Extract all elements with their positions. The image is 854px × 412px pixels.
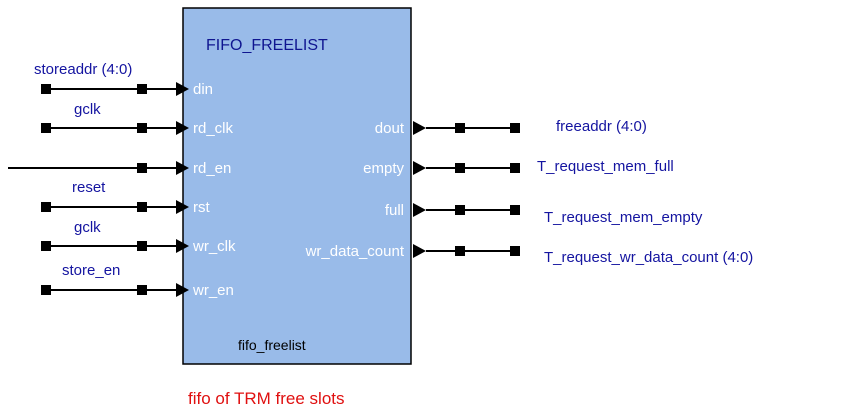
- junction-square: [137, 285, 147, 295]
- net-label: T_request_wr_data_count (4:0): [544, 249, 753, 266]
- port-label: rd_en: [193, 160, 231, 177]
- output-pin-empty: empty T_request_mem_full: [363, 158, 674, 177]
- junction-square: [455, 163, 465, 173]
- diagram-caption: fifo of TRM free slots: [188, 389, 345, 408]
- output-pin-dout: dout freeaddr (4:0): [375, 118, 647, 137]
- pin-terminal-square: [41, 241, 51, 251]
- instance-name: fifo_freelist: [238, 337, 306, 353]
- junction-square: [137, 202, 147, 212]
- junction-square: [137, 84, 147, 94]
- input-arrow: [176, 121, 189, 135]
- net-label: storeaddr (4:0): [34, 61, 132, 78]
- junction-square: [137, 241, 147, 251]
- pin-terminal-square: [41, 285, 51, 295]
- output-arrow: [413, 244, 426, 258]
- junction-square: [455, 246, 465, 256]
- net-label: T_request_mem_full: [537, 158, 674, 175]
- port-label: dout: [375, 120, 405, 137]
- pin-terminal-square: [510, 123, 520, 133]
- input-pin-din: din storeaddr (4:0): [34, 61, 213, 98]
- pin-terminal-square: [510, 205, 520, 215]
- port-label: wr_clk: [192, 238, 236, 255]
- input-pin-wr-clk: wr_clk gclk: [41, 219, 236, 255]
- input-pin-rd-en: rd_en: [8, 160, 231, 177]
- junction-square: [455, 123, 465, 133]
- input-pin-wr-en: wr_en store_en: [41, 262, 234, 299]
- input-arrow: [176, 82, 189, 96]
- input-pin-rd-clk: rd_clk gclk: [41, 101, 234, 137]
- junction-square: [137, 123, 147, 133]
- fifo-block: [182, 7, 412, 365]
- port-label: rst: [193, 199, 210, 216]
- net-label: T_request_mem_empty: [544, 209, 703, 226]
- port-label: rd_clk: [193, 120, 234, 137]
- net-label: freeaddr (4:0): [556, 118, 647, 135]
- port-label: wr_data_count: [305, 243, 405, 260]
- pin-terminal-square: [510, 163, 520, 173]
- port-label: din: [193, 81, 213, 98]
- output-pin-full: full T_request_mem_empty: [385, 202, 703, 226]
- input-pin-rst: rst reset: [41, 179, 210, 216]
- input-arrow: [176, 239, 189, 253]
- net-label: reset: [72, 179, 106, 196]
- net-label: store_en: [62, 262, 120, 279]
- output-pin-wr-data-count: wr_data_count T_request_wr_data_count (4:…: [305, 243, 754, 266]
- net-label: gclk: [74, 219, 101, 236]
- junction-square: [137, 163, 147, 173]
- pin-terminal-square: [41, 123, 51, 133]
- output-arrow: [413, 161, 426, 175]
- input-arrow: [176, 200, 189, 214]
- output-arrow: [413, 121, 426, 135]
- port-label: wr_en: [192, 282, 234, 299]
- input-arrow: [176, 283, 189, 297]
- input-arrow: [176, 161, 189, 175]
- pin-terminal-square: [41, 202, 51, 212]
- pin-terminal-square: [510, 246, 520, 256]
- port-label: full: [385, 202, 404, 219]
- block-title: FIFO_FREELIST: [206, 37, 328, 54]
- pin-terminal-square: [41, 84, 51, 94]
- junction-square: [455, 205, 465, 215]
- net-label: gclk: [74, 101, 101, 118]
- port-label: empty: [363, 160, 404, 177]
- output-arrow: [413, 203, 426, 217]
